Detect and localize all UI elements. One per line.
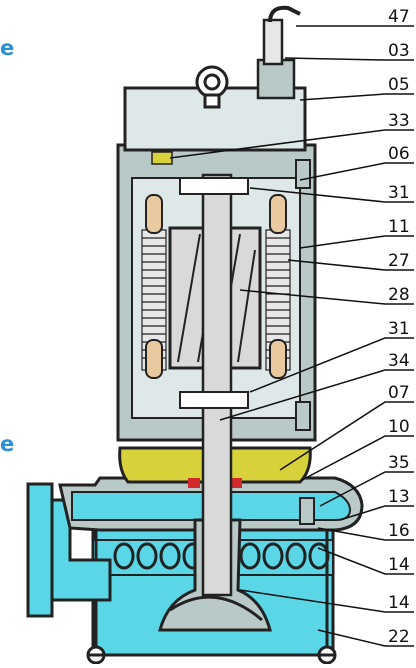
- part-number: 31: [388, 183, 410, 203]
- part-number: 35: [388, 453, 410, 473]
- part-number: 31: [388, 319, 410, 339]
- part-number: 33: [388, 111, 410, 131]
- part-number: 05: [388, 75, 410, 95]
- top-cover: [123, 86, 307, 152]
- part-number: 34: [388, 351, 410, 371]
- part-number: 14: [388, 555, 410, 575]
- bearings: [179, 177, 249, 409]
- part-number: 22: [388, 627, 410, 647]
- winding-brackets: [145, 194, 287, 379]
- part-number: 47: [388, 7, 410, 27]
- side-label-top: e: [0, 36, 15, 60]
- part-number: 06: [388, 144, 410, 164]
- part-number: 07: [388, 383, 410, 403]
- part-number: 28: [388, 285, 410, 305]
- cable-gland: [256, 5, 301, 100]
- side-label-middle: e: [0, 432, 15, 456]
- seal-left: [188, 478, 200, 488]
- seal-right: [230, 478, 242, 488]
- shaft: [201, 173, 233, 597]
- part-number: 16: [388, 521, 410, 541]
- leader-lines: [169, 25, 414, 647]
- part-number: 14: [388, 593, 410, 613]
- part-number: 11: [388, 217, 410, 237]
- part-number: 27: [388, 251, 410, 271]
- lifting-eye: [195, 65, 229, 109]
- part-number: 03: [388, 41, 410, 61]
- side-bolts: [295, 159, 315, 525]
- part-number: 10: [388, 417, 410, 437]
- part-number: 13: [388, 487, 410, 507]
- discharge-flange: [26, 482, 54, 618]
